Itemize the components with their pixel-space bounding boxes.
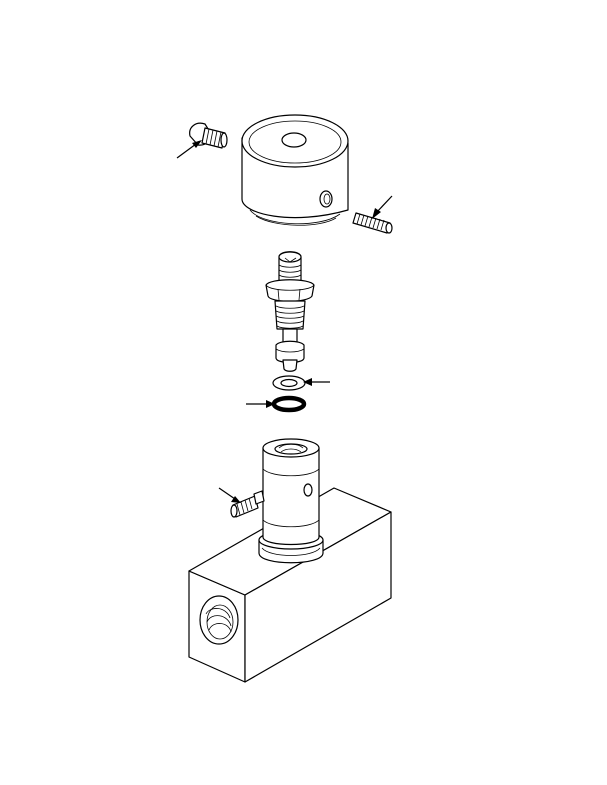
knob-setscrew xyxy=(352,212,393,234)
bonnet xyxy=(258,438,324,564)
callout-leader-washer xyxy=(303,378,330,386)
knob xyxy=(241,114,349,226)
o-ring xyxy=(271,395,307,413)
callout-leader-screw xyxy=(176,140,202,159)
valve-stem xyxy=(265,251,315,372)
callout-leader-bonnet-setscrew xyxy=(218,487,241,503)
washer xyxy=(272,375,306,391)
knob-screw xyxy=(189,122,228,149)
callout-leader-knob-setscrew xyxy=(372,195,393,219)
callout-leader-o-ring xyxy=(246,400,275,408)
bonnet-setscrew xyxy=(230,490,265,518)
